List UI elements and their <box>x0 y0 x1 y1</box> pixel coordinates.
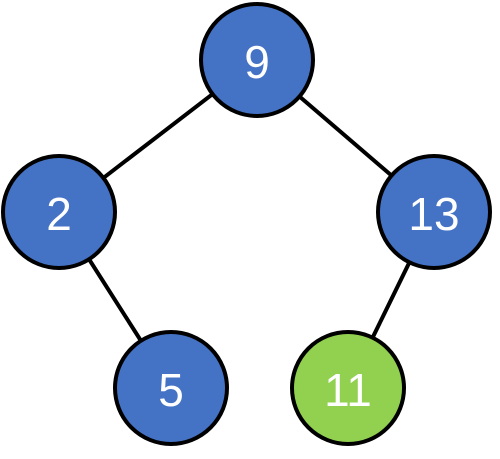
edge-n13-n11 <box>370 260 412 340</box>
node-label: 9 <box>244 36 270 88</box>
node-label: 13 <box>408 188 459 240</box>
node-circle <box>113 330 229 446</box>
edges-layer <box>87 92 412 343</box>
tree-node-9: 9 <box>199 2 315 118</box>
tree-node-5: 5 <box>113 330 229 446</box>
edge-n9-n13 <box>297 94 394 178</box>
node-circle <box>1 154 117 270</box>
highlighted-node-circle <box>290 330 406 446</box>
edge-n9-n2 <box>101 92 215 180</box>
node-circle <box>376 154 492 270</box>
node-label: 5 <box>158 364 184 416</box>
tree-node-13: 13 <box>376 154 492 270</box>
node-label: 11 <box>324 364 372 416</box>
edge-n2-n5 <box>87 257 143 343</box>
tree-node-11: 11 <box>290 330 406 446</box>
node-circle <box>199 2 315 118</box>
nodes-layer: 9 2 13 5 11 <box>1 2 492 446</box>
node-label: 2 <box>46 188 72 240</box>
tree-node-2: 2 <box>1 154 117 270</box>
